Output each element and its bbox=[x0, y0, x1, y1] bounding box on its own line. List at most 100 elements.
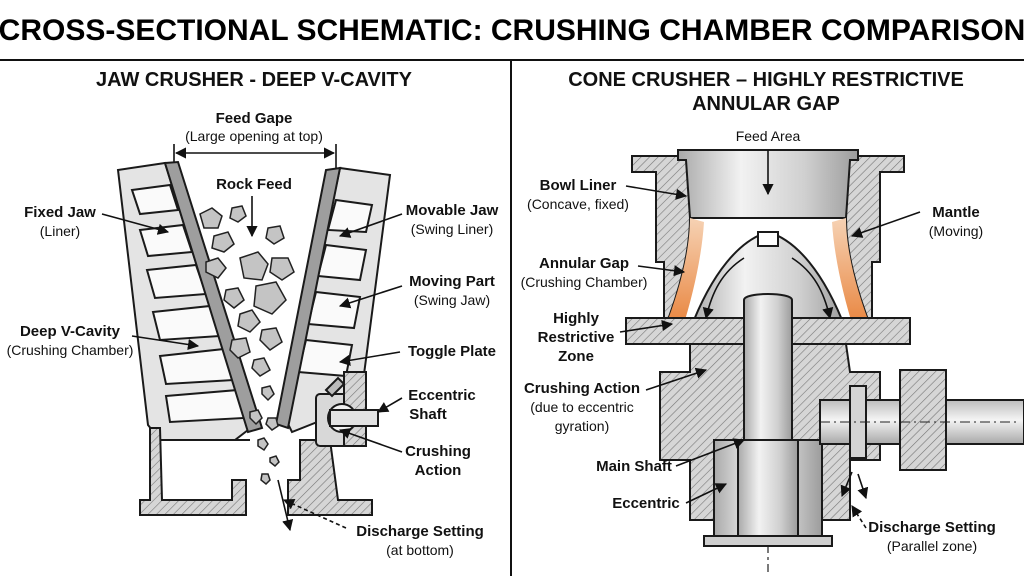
eccentric-shaft-leader bbox=[377, 397, 403, 413]
discharge-flow-arrow-b bbox=[857, 473, 869, 500]
moving-part-leader bbox=[338, 285, 403, 309]
cone-crushing-action-leader bbox=[645, 367, 708, 391]
cone-discharge-leader bbox=[851, 505, 867, 529]
deep-v-cavity-label: Deep V-Cavity bbox=[20, 323, 121, 340]
deep-v-cavity-sub-label: (Crushing Chamber) bbox=[7, 342, 134, 358]
jaw-crushing-action-label-line2: Action bbox=[415, 462, 462, 479]
movable-jaw bbox=[274, 166, 392, 434]
rock bbox=[265, 417, 279, 431]
restrictive-zone-label-line1: Highly bbox=[553, 310, 599, 327]
mantle-sub-label: (Moving) bbox=[929, 223, 983, 239]
mantle-top-nut bbox=[757, 231, 779, 247]
fixed-jaw-rib bbox=[158, 347, 236, 386]
cone-discharge-sub-label: (Parallel zone) bbox=[887, 538, 977, 554]
fixed-jaw-frame bbox=[116, 160, 264, 441]
rock bbox=[205, 257, 227, 279]
movable-jaw-pocket bbox=[296, 338, 354, 378]
bowl-liner-leader bbox=[625, 185, 688, 200]
jaw-crushing-action-leader bbox=[338, 428, 403, 453]
moving-part-label: Moving Part bbox=[409, 273, 495, 290]
cone-panel-title-line2: ANNULAR GAP bbox=[692, 93, 840, 115]
annular-gap-label: Annular Gap bbox=[539, 255, 629, 272]
main-title: CROSS-SECTIONAL SCHEMATIC: CRUSHING CHAM… bbox=[0, 14, 1024, 47]
fixed-jaw-rib bbox=[164, 388, 246, 424]
cone-crushing-action-sub-label-2: gyration) bbox=[555, 418, 609, 434]
rock bbox=[237, 309, 261, 333]
rock bbox=[260, 473, 271, 486]
rock bbox=[257, 437, 269, 452]
main-shaft-leader bbox=[675, 438, 746, 467]
restrictive-zone-label-line2: Restrictive bbox=[538, 329, 615, 346]
feed-gape-dimension: Feed Gape (Large opening at top) bbox=[173, 110, 337, 170]
eccentric-leader bbox=[685, 483, 728, 504]
fixed-jaw-leader bbox=[101, 213, 170, 235]
main-shaft-upper bbox=[743, 293, 793, 441]
annular-gap-right bbox=[832, 218, 872, 330]
rock bbox=[269, 455, 280, 468]
main-shaft-assembly bbox=[703, 293, 833, 547]
movable-jaw-sub-label: (Swing Liner) bbox=[411, 221, 493, 237]
cone-crushing-action-sub-label-1: (due to eccentric bbox=[530, 399, 634, 415]
rock bbox=[229, 205, 247, 223]
deep-v-cavity-leader bbox=[131, 335, 200, 351]
rock-particles bbox=[199, 205, 295, 486]
rock bbox=[259, 327, 283, 351]
shaft-base-plate bbox=[703, 535, 833, 547]
jaw-discharge-label: Discharge Setting bbox=[356, 523, 484, 540]
eccentric-label: Eccentric bbox=[612, 495, 680, 512]
restrictive-zone-leader bbox=[619, 319, 674, 333]
crushing-flow-arrow-right bbox=[791, 257, 834, 320]
main-shaft-lower bbox=[737, 439, 799, 541]
annular-gap-sub-label: (Crushing Chamber) bbox=[521, 274, 648, 290]
fixed-jaw-liner bbox=[163, 160, 264, 434]
header-background bbox=[0, 0, 1024, 60]
movable-jaw-pocket bbox=[316, 243, 368, 282]
fixed-jaw-rib bbox=[138, 223, 194, 258]
eccentric-shaft-label-line2: Shaft bbox=[409, 406, 447, 423]
main-shaft-label: Main Shaft bbox=[596, 458, 672, 475]
eccentric-shaft-stub bbox=[329, 409, 379, 427]
jaw-crushing-action-label-line1: Crushing bbox=[405, 443, 471, 460]
jaw-discharge-leader bbox=[282, 499, 347, 529]
countershaft bbox=[819, 369, 1024, 471]
rock bbox=[249, 409, 263, 426]
jaw-base-housing bbox=[139, 427, 373, 516]
cone-panel-title-line1: CONE CRUSHER – HIGHLY RESTRICTIVE bbox=[568, 69, 964, 91]
cone-discharge-label: Discharge Setting bbox=[868, 519, 996, 536]
fixed-jaw-rib bbox=[130, 183, 180, 216]
rock bbox=[253, 281, 287, 315]
bowl-liner-label: Bowl Liner bbox=[540, 177, 617, 194]
feed-gape-sub-label: (Large opening at top) bbox=[185, 128, 323, 144]
crushing-flow-arrow-left bbox=[702, 257, 745, 320]
base-right bbox=[287, 439, 373, 516]
rock-feed-label: Rock Feed bbox=[216, 176, 292, 193]
rock bbox=[211, 231, 235, 253]
fixed-jaw-label: Fixed Jaw bbox=[24, 204, 96, 221]
cone-crusher-panel: CONE CRUSHER – HIGHLY RESTRICTIVE ANNULA… bbox=[521, 69, 1024, 572]
rock bbox=[261, 385, 275, 402]
base-left bbox=[139, 427, 247, 516]
discharge-flow-arrow-a bbox=[840, 471, 853, 498]
movable-jaw-label: Movable Jaw bbox=[406, 202, 499, 219]
rock bbox=[239, 251, 269, 281]
mantle-leader bbox=[850, 211, 921, 238]
toggle-plate-label: Toggle Plate bbox=[408, 343, 496, 360]
cone-housing bbox=[625, 149, 911, 521]
feed-area-label: Feed Area bbox=[736, 128, 801, 144]
jaw-panel-title: JAW CRUSHER - DEEP V-CAVITY bbox=[96, 69, 413, 91]
rock bbox=[269, 257, 295, 281]
eccentric-shaft-label-line1: Eccentric bbox=[408, 387, 476, 404]
jaw-crusher-panel: JAW CRUSHER - DEEP V-CAVITY Feed Gape (L… bbox=[7, 69, 499, 558]
movable-jaw-leader bbox=[338, 213, 403, 238]
rock bbox=[199, 207, 223, 229]
rock bbox=[251, 357, 271, 377]
cone-crushing-action-label: Crushing Action bbox=[524, 380, 640, 397]
mantle-label: Mantle bbox=[932, 204, 980, 221]
jaw-discharge-sub-label: (at bottom) bbox=[386, 542, 454, 558]
toggle-plate bbox=[324, 376, 346, 398]
fixed-jaw-sub-label: (Liner) bbox=[40, 223, 80, 239]
rock bbox=[265, 225, 285, 245]
